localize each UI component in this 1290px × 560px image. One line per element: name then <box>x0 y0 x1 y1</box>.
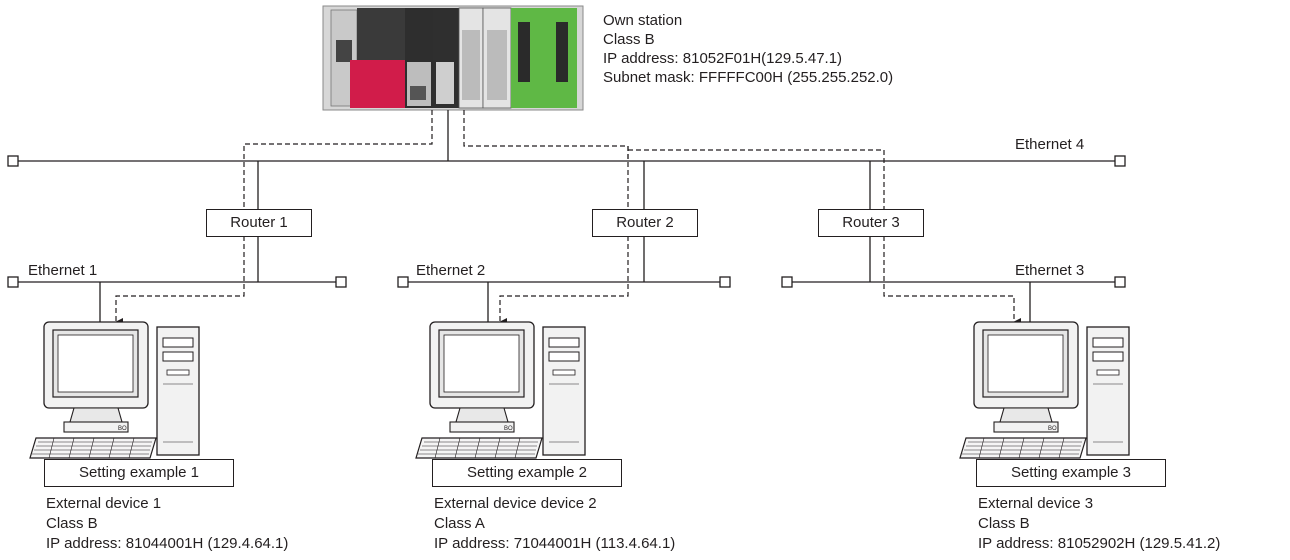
own-station-title: Own station <box>603 12 683 29</box>
example-2-ip: IP address: 71044001H (113.4.64.1) <box>434 535 676 552</box>
own-station-subnet: Subnet mask: FFFFFC00H (255.255.252.0) <box>603 69 894 86</box>
router-3-box: Router 3 <box>818 209 924 237</box>
routing-path-2 <box>463 110 629 326</box>
example-1-ip: IP address: 81044001H (129.4.64.1) <box>46 535 289 552</box>
computer-icon-3 <box>959 321 1130 459</box>
ethernet-1-line <box>7 276 347 288</box>
computer-icon-2 <box>415 321 586 459</box>
example-3-class: Class B <box>978 515 1030 532</box>
router-1-box: Router 1 <box>206 209 312 237</box>
ethernet-2-label: Ethernet 2 <box>416 262 486 279</box>
own-station-class: Class B <box>603 31 655 48</box>
plc-own-station-image <box>322 5 584 111</box>
computer-icon-1 <box>29 321 200 459</box>
setting-example-2-box: Setting example 2 <box>432 459 622 487</box>
example-3-device: External device 3 <box>978 495 1094 512</box>
ethernet-2-line <box>397 276 731 288</box>
example-3-ip: IP address: 81052902H (129.5.41.2) <box>978 535 1221 552</box>
router-2-box: Router 2 <box>592 209 698 237</box>
example-1-class: Class B <box>46 515 98 532</box>
router-connections <box>99 161 1031 325</box>
example-2-device: External device device 2 <box>434 495 597 512</box>
ethernet-4-label: Ethernet 4 <box>1015 136 1085 153</box>
setting-example-3-box: Setting example 3 <box>976 459 1166 487</box>
ethernet-3-line <box>781 276 1126 288</box>
own-station-ip: IP address: 81052F01H(129.5.47.1) <box>603 50 843 67</box>
example-2-class: Class A <box>434 515 485 532</box>
ethernet-1-label: Ethernet 1 <box>28 262 98 279</box>
ethernet-4-line <box>7 110 1126 167</box>
routing-path-3 <box>627 146 1021 326</box>
routing-path-1 <box>115 110 433 326</box>
example-1-device: External device 1 <box>46 495 162 512</box>
ethernet-3-label: Ethernet 3 <box>1015 262 1085 279</box>
setting-example-1-box: Setting example 1 <box>44 459 234 487</box>
